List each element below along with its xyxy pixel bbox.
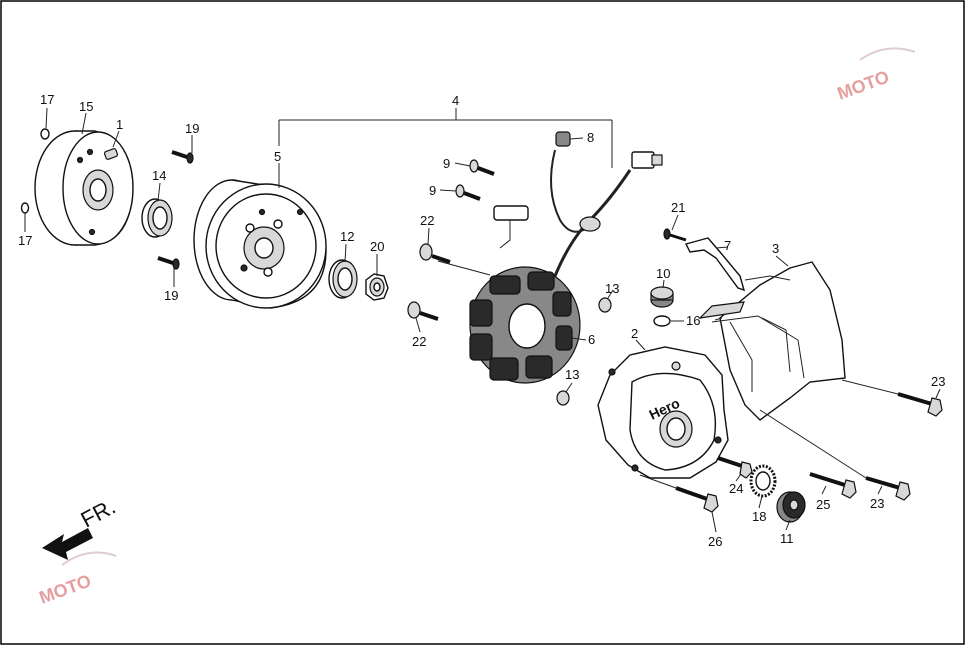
callout-20: 20 (370, 239, 384, 254)
callout-labels: 17 15 1 17 14 19 19 5 4 12 20 8 9 9 22 2… (18, 92, 945, 549)
callout-16: 16 (686, 313, 700, 328)
callout-15: 15 (79, 99, 93, 114)
bolt-26 (675, 486, 719, 513)
stator-assembly (469, 131, 663, 384)
callout-3: 3 (772, 241, 779, 256)
callout-22: 22 (412, 334, 426, 349)
watermark-logo-top: MOTO (835, 47, 916, 104)
callout-2: 2 (631, 326, 638, 341)
cover-shroud-3 (698, 261, 846, 421)
callout-13: 13 (565, 367, 579, 382)
callout-21: 21 (671, 200, 685, 215)
bolt-23-lower (865, 476, 911, 501)
plug-10 (650, 286, 674, 308)
leader-lines (24, 107, 941, 533)
callout-6: 6 (588, 332, 595, 347)
bolt-24 (717, 456, 753, 479)
dowel-13-top (598, 297, 612, 313)
o-ring-16 (653, 315, 671, 327)
flywheel-rotor (193, 179, 327, 309)
callout-12: 12 (340, 229, 354, 244)
crankcase-cover-2: Hero (597, 346, 729, 479)
front-direction-arrow: FR. (42, 494, 120, 560)
o-ring-top (40, 128, 50, 140)
nut-20 (365, 273, 389, 301)
callout-19: 19 (164, 288, 178, 303)
bolt-19-top (171, 150, 194, 164)
callout-26: 26 (708, 534, 722, 549)
callout-1: 1 (116, 117, 123, 132)
o-ring-bottom (20, 202, 30, 214)
bolt-21 (663, 228, 687, 242)
callout-5: 5 (274, 149, 281, 164)
callout-13: 13 (605, 281, 619, 296)
washer-12 (328, 259, 358, 299)
callout-22: 22 (420, 213, 434, 228)
watermark-logo-bottom: MOTO (37, 551, 117, 608)
callout-25: 25 (816, 497, 830, 512)
bolt-22-top (419, 243, 451, 264)
callout-17: 17 (40, 92, 54, 107)
callout-18: 18 (752, 509, 766, 524)
callout-23: 23 (931, 374, 945, 389)
screw-9-bottom (455, 184, 481, 201)
callout-7: 7 (724, 238, 731, 253)
screw-9-top (469, 159, 495, 176)
callout-14: 14 (152, 168, 166, 183)
callout-19: 19 (185, 121, 199, 136)
front-marker-text: FR. (77, 494, 120, 533)
bolt-23-upper (897, 392, 943, 417)
cap-11 (776, 491, 806, 523)
callout-17: 17 (18, 233, 32, 248)
callout-10: 10 (656, 266, 670, 281)
bearing-14 (141, 198, 173, 238)
callout-11: 11 (780, 531, 794, 546)
wire-clamp-7 (684, 237, 746, 292)
bolt-22-bottom (407, 301, 439, 321)
callout-24: 24 (729, 481, 743, 496)
watermark-text-top: MOTO (835, 67, 892, 104)
callout-9: 9 (429, 183, 436, 198)
callout-9: 9 (443, 156, 450, 171)
callout-8: 8 (587, 130, 594, 145)
watermark-text-bottom: MOTO (37, 571, 94, 608)
bolt-25 (809, 472, 857, 499)
dowel-13-bottom (556, 390, 570, 406)
callout-4: 4 (452, 93, 459, 108)
gasket-18 (749, 464, 777, 498)
starter-clutch-housing (34, 130, 134, 246)
callout-23: 23 (870, 496, 884, 511)
bolt-19-bottom (157, 256, 180, 270)
